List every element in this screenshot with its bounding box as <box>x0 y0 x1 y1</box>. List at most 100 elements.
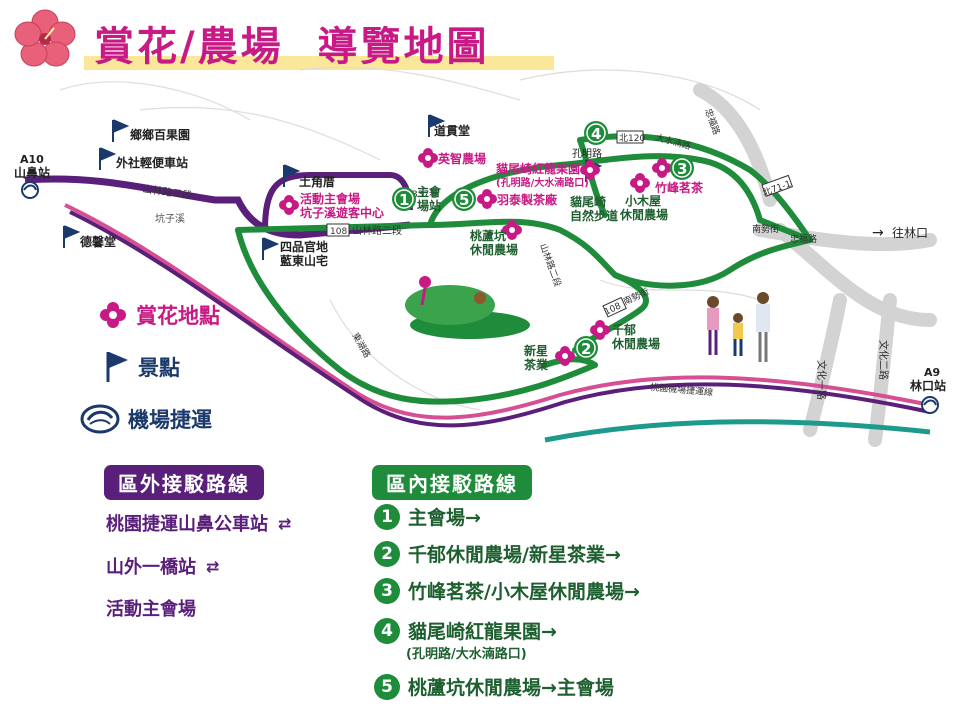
external-header: 區外接駁路線 <box>104 465 264 500</box>
label-xinxing1: 新星 <box>524 343 548 358</box>
flower-icon-mainvenue <box>279 195 299 215</box>
route-item-3: 3 竹峰茗茶/小木屋休閒農場→ <box>374 577 640 604</box>
flower-icon-cabin <box>630 173 650 193</box>
external-item-1: 桃園捷運山鼻公車站 ⇄ <box>106 513 292 536</box>
label-xiangtian: 東湖路 <box>349 331 373 360</box>
flower-icon-qianyu <box>590 320 610 340</box>
swap-arrow-icon: ⇄ <box>278 513 292 533</box>
station-a10: A10 山鼻站 <box>14 153 50 199</box>
route-item-2: 2 千郁休閒農場/新星茶業→ <box>374 540 621 567</box>
flower-icon-yingzhi <box>418 148 438 168</box>
label-road108: 108 <box>330 227 347 237</box>
label-yingzhi: 英智農場 <box>438 151 486 166</box>
label-zhongfu2: 忠福路 <box>790 233 817 245</box>
family-illustration <box>707 292 770 362</box>
label-maoweiqi1: 貓尾崎紅龍果園 <box>496 161 580 176</box>
legend-scenic-label: 景點 <box>138 356 180 380</box>
route-item-4: 4 貓尾崎紅龍果園→ <box>374 617 557 644</box>
label-cabin2: 休閒農場 <box>619 207 668 222</box>
label-yutai: 羽泰製茶廠 <box>497 192 558 207</box>
label-taolukeng1: 桃蘆坑 <box>470 228 506 243</box>
label-taolukeng2: 休閒農場 <box>469 242 518 257</box>
label-waishe: 外社輕便車站 <box>116 155 188 170</box>
flower-icon-yutai <box>477 189 497 209</box>
label-dexin: 德馨堂 <box>80 234 116 249</box>
route-text-1: 主會場→ <box>408 507 481 529</box>
route-marker-3: 3 <box>670 156 694 180</box>
route-marker-5: 5 <box>452 187 476 211</box>
route-num-3: 3 <box>374 577 400 604</box>
legend-scenic: 景點 <box>104 350 180 384</box>
label-trail1: 貓尾崎 <box>570 194 606 209</box>
route-marker-1: 1 <box>392 187 416 211</box>
terrain-lines <box>59 66 761 411</box>
route-num-5: 5 <box>374 673 400 700</box>
arrow-to-linkou-icon: → <box>872 225 884 241</box>
route-marker-2: 2 <box>574 336 598 360</box>
label-to-linkou: 往林口 <box>892 225 928 240</box>
route-num-4: 4 <box>374 617 400 644</box>
flag-icon-waishe <box>99 147 117 170</box>
title-highlight <box>84 56 554 70</box>
flag-icon-dexin <box>63 225 81 248</box>
route-item-1: 1 主會場→ <box>374 503 481 530</box>
road108-box <box>326 223 350 237</box>
route-markers: 1 5 4 3 2 <box>392 121 694 360</box>
label-cabin1: 小木屋 <box>625 193 661 208</box>
label-xinxing2: 茶業 <box>523 357 549 372</box>
external-item-2: 山外一橋站 ⇄ <box>106 556 220 579</box>
route-marker-4: 4 <box>584 121 608 145</box>
svg-text:山鼻站: 山鼻站 <box>14 165 50 180</box>
label-mainstop2: 場站 <box>417 198 441 213</box>
label-north120: 北120 <box>619 133 645 144</box>
svg-text:2: 2 <box>581 340 591 358</box>
flag-icon-daoguan <box>428 114 446 137</box>
svg-text:A9: A9 <box>924 366 940 379</box>
label-qianyu2: 休閒農場 <box>611 336 660 351</box>
label-shanlin2: 山林路二段 <box>352 224 402 237</box>
route-num-1: 1 <box>374 503 400 530</box>
flower-icon <box>100 302 126 328</box>
label-trail2: 自然步道 <box>570 208 618 223</box>
mrt-icon <box>80 404 120 434</box>
page-title: 賞花/農場 導覽地圖 <box>94 24 490 70</box>
label-shanlin3: 山林路三段 <box>142 182 193 202</box>
station-a9: A9 林口站 <box>910 366 946 414</box>
route-num-2: 2 <box>374 540 400 567</box>
label-mainvenue2: 坑子溪遊客中心 <box>300 205 384 220</box>
route-text-4: 貓尾崎紅龍果園→ <box>408 621 557 643</box>
label-maoweiqi2: (孔明路/大水湳路口) <box>496 176 589 189</box>
mrt-line-purple <box>69 210 931 428</box>
route-text-2: 千郁休閒農場/新星茶業→ <box>408 544 621 566</box>
mrt-line-pink <box>64 203 931 420</box>
label-zhufeng: 竹峰茗茶 <box>654 180 704 195</box>
flower-icon-xinxing <box>555 346 575 366</box>
flag-icon-sipin <box>262 237 280 260</box>
route-4-subtitle: (孔明路/大水湳路口) <box>406 647 527 662</box>
label-xiangxiang: 鄉鄉百果園 <box>130 127 190 142</box>
legend-mrt: 機場捷運 <box>80 404 212 434</box>
internal-header: 區內接駁路線 <box>372 465 532 500</box>
flower-icon-taolukeng <box>502 220 522 240</box>
route-text-3: 竹峰茗茶/小木屋休閒農場→ <box>408 581 640 603</box>
label-337: 337巷 <box>412 189 438 200</box>
legend-mrt-label: 機場捷運 <box>128 408 212 432</box>
hibiscus-icon <box>14 9 76 67</box>
teal-line <box>544 419 931 443</box>
flower-icon-zhufeng <box>652 158 672 178</box>
label-daoguan: 道貫堂 <box>434 123 470 138</box>
label-wenhua2: 文化二路 <box>877 340 890 380</box>
label-shanlin2b: 山林路二段 <box>537 242 564 288</box>
external-item-3: 活動主會場 <box>106 599 196 620</box>
legend-flower-label: 賞花地點 <box>136 304 220 328</box>
svg-text:4: 4 <box>591 125 601 143</box>
legend-flower: 賞花地點 <box>98 300 220 330</box>
svg-text:A10: A10 <box>20 153 44 166</box>
label-mainstop1: 主會 <box>417 184 442 199</box>
svg-text:5: 5 <box>459 191 469 209</box>
hill-illustration <box>405 276 530 339</box>
north120-box <box>616 130 644 144</box>
label-kongming: 孔明路 <box>572 147 602 160</box>
label-qianyu1: 千郁 <box>612 322 636 337</box>
